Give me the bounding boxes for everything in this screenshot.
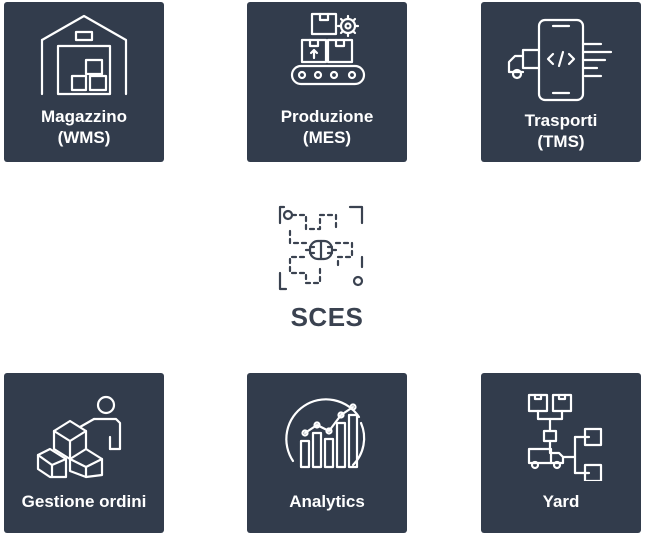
- tile-analytics[interactable]: Analytics: [247, 373, 407, 533]
- tile-wms-code: (WMS): [57, 128, 111, 147]
- tile-gestione-ordini-label: Gestione ordini: [21, 492, 147, 511]
- tile-wms-label: Magazzino (WMS): [4, 106, 164, 148]
- yard-network-icon: [481, 391, 641, 481]
- tile-mes-label: Produzione (MES): [247, 106, 407, 148]
- page-title: SCES: [290, 302, 364, 332]
- tile-mes[interactable]: Produzione (MES): [247, 2, 407, 162]
- tile-analytics-label: Analytics: [289, 492, 365, 511]
- tile-yard[interactable]: Yard: [481, 373, 641, 533]
- person-boxes-icon: [4, 393, 164, 479]
- tile-mes-title: Produzione: [280, 107, 374, 126]
- conveyor-boxes-icon: [247, 10, 407, 92]
- tile-tms-title: Trasporti: [524, 111, 598, 130]
- tile-tms-code: (TMS): [537, 132, 585, 151]
- network-chip-icon: [276, 203, 366, 295]
- warehouse-icon: [4, 10, 164, 96]
- analytics-chart-icon: [247, 397, 407, 477]
- tile-wms[interactable]: Magazzino (WMS): [4, 2, 164, 162]
- tile-mes-code: (MES): [302, 128, 352, 147]
- tile-tms[interactable]: Trasporti (TMS): [481, 2, 641, 162]
- tile-gestione-ordini[interactable]: Gestione ordini: [4, 373, 164, 533]
- tile-wms-title: Magazzino: [41, 107, 127, 126]
- tile-yard-label: Yard: [542, 492, 580, 511]
- tile-tms-label: Trasporti (TMS): [481, 110, 641, 152]
- mobile-truck-icon: [481, 16, 641, 104]
